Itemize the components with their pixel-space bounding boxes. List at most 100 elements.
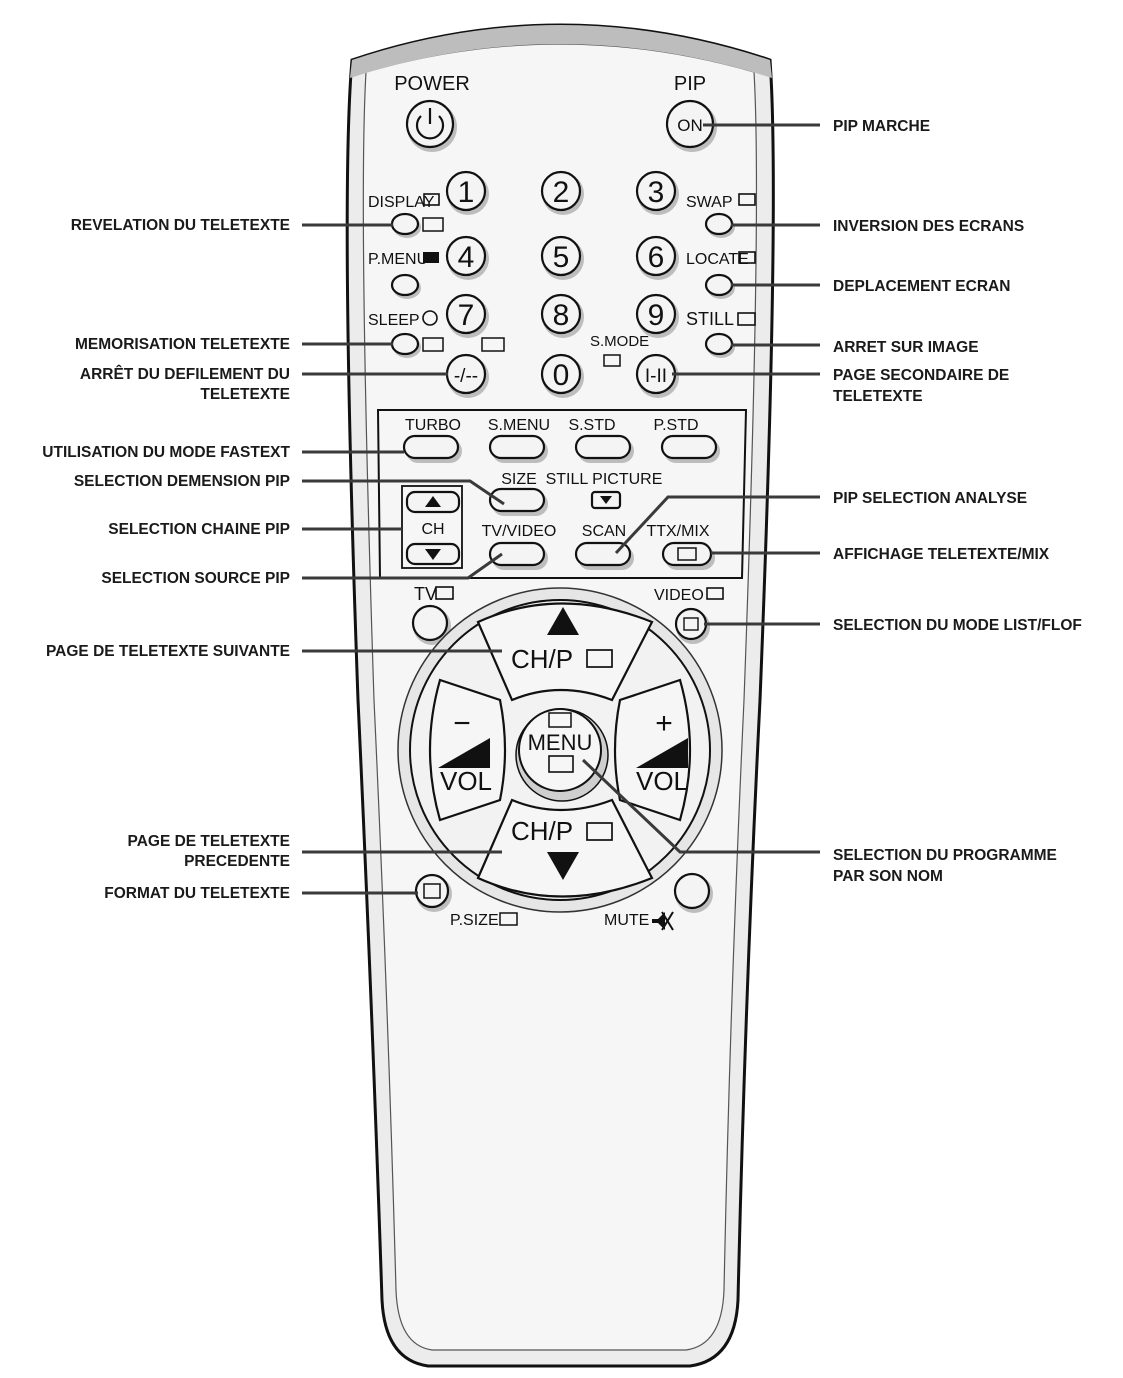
callout-text: PAGE DE TELETEXTE SUIVANTE bbox=[46, 643, 290, 660]
callout-left-8: PAGE DE TELETEXTE PRECEDENTE bbox=[128, 833, 502, 870]
digit-button-3[interactable]: 3 bbox=[635, 170, 679, 215]
callout-text: MEMORISATION TELETEXTE bbox=[75, 336, 290, 353]
pmenu-icon bbox=[423, 252, 439, 263]
smenu-label: S.MENU bbox=[488, 417, 550, 434]
svg-text:VOL: VOL bbox=[440, 766, 492, 796]
svg-text:3: 3 bbox=[648, 176, 665, 209]
callout-left-3: UTILISATION DU MODE FASTEXT bbox=[42, 444, 404, 461]
callout-text: UTILISATION DU MODE FASTEXT bbox=[42, 444, 290, 461]
fastext-yellow-button[interactable] bbox=[574, 434, 634, 463]
callout-right-0: PIP MARCHE bbox=[703, 118, 930, 135]
still-picture-label: STILL PICTURE bbox=[546, 471, 663, 488]
digit-button-0[interactable]: 0 bbox=[540, 353, 584, 398]
digit-button-1[interactable]: 1 bbox=[445, 170, 489, 215]
swap-icon bbox=[738, 193, 756, 206]
fastext-red-button[interactable] bbox=[402, 434, 462, 463]
callout-text: ARRÊT DU DEFILEMENT DU bbox=[80, 365, 290, 383]
ch-p-down-button[interactable]: CH/P bbox=[476, 798, 654, 898]
digit-button-6[interactable]: 6 bbox=[635, 235, 679, 280]
svg-text:1: 1 bbox=[458, 176, 475, 209]
pip-on-button[interactable]: ON bbox=[665, 99, 717, 152]
psize-button[interactable] bbox=[414, 873, 452, 912]
volume-ramp-icon bbox=[438, 738, 490, 768]
vol-up-button[interactable]: + VOL bbox=[613, 678, 692, 822]
size-label: SIZE bbox=[501, 471, 537, 488]
callout-text: FORMAT DU TELETEXTE bbox=[104, 885, 290, 902]
sleep-button[interactable] bbox=[390, 332, 421, 358]
tvvideo-pip-button[interactable] bbox=[488, 541, 548, 570]
callout-right-6: AFFICHAGE TELETEXTE/MIX bbox=[711, 546, 1050, 563]
size-frame-icon bbox=[423, 883, 441, 899]
digit-button-2[interactable]: 2 bbox=[540, 170, 584, 215]
ch-p-up-button[interactable]: CH/P bbox=[476, 602, 654, 702]
ttxmix-label: TTX/MIX bbox=[646, 523, 709, 540]
svg-text:0: 0 bbox=[553, 359, 570, 392]
pmenu-button[interactable] bbox=[390, 273, 421, 299]
arrow-down-icon bbox=[547, 852, 579, 880]
pip-ch-down-button[interactable] bbox=[405, 542, 461, 566]
svg-text:2: 2 bbox=[553, 176, 570, 209]
callout-right-3: ARRET SUR IMAGE bbox=[731, 339, 979, 356]
next-page-icon bbox=[586, 649, 613, 668]
callout-text: AFFICHAGE TELETEXTE/MIX bbox=[833, 546, 1050, 563]
still-picture-button[interactable] bbox=[590, 490, 622, 510]
pip-on-label: ON bbox=[677, 116, 703, 135]
input-icon bbox=[683, 617, 699, 631]
swap-button[interactable] bbox=[704, 212, 735, 238]
digit-button-8[interactable]: 8 bbox=[540, 293, 584, 338]
i-ii-button[interactable]: I-II bbox=[635, 353, 679, 398]
callout-left-9: FORMAT DU TELETEXTE bbox=[104, 885, 418, 902]
dash-button[interactable]: -/-- bbox=[445, 353, 489, 398]
menu-button[interactable]: MENU bbox=[515, 708, 609, 802]
fastext-blue-button[interactable] bbox=[660, 434, 720, 463]
sstd-label: S.STD bbox=[568, 417, 615, 434]
fastext-green-button[interactable] bbox=[488, 434, 548, 463]
sleep-label: SLEEP bbox=[368, 312, 420, 329]
callout-text: PAGE SECONDAIRE DE bbox=[833, 367, 1009, 384]
mute-button[interactable] bbox=[673, 872, 713, 913]
info-icon bbox=[548, 755, 574, 773]
display-icon bbox=[423, 193, 440, 206]
svg-text:MENU: MENU bbox=[528, 730, 593, 755]
swap-label: SWAP bbox=[686, 194, 733, 211]
callout-right-2: DEPLACEMENT ECRAN bbox=[731, 278, 1010, 295]
digit-button-4[interactable]: 4 bbox=[445, 235, 489, 280]
callout-text: SELECTION DU MODE LIST/FLOF bbox=[833, 617, 1082, 634]
callout-text-line2: TELETEXTE bbox=[833, 388, 923, 405]
tv-button[interactable] bbox=[411, 604, 451, 645]
callout-left-1: MEMORISATION TELETEXTE bbox=[75, 336, 393, 353]
still-button[interactable] bbox=[704, 332, 735, 358]
prev-page-icon bbox=[586, 822, 613, 841]
volume-ramp-icon bbox=[636, 738, 688, 768]
mute-icon bbox=[652, 911, 674, 931]
format-icon bbox=[499, 912, 518, 926]
callout-text: SELECTION CHAINE PIP bbox=[108, 521, 290, 538]
clock-icon bbox=[422, 310, 438, 326]
pip-ch-up-button[interactable] bbox=[405, 490, 461, 514]
svg-text:7: 7 bbox=[458, 299, 475, 332]
locate-button[interactable] bbox=[704, 273, 735, 299]
svg-text:CH/P: CH/P bbox=[511, 644, 573, 674]
power-button[interactable] bbox=[405, 99, 457, 152]
vol-down-button[interactable]: − VOL bbox=[428, 678, 507, 822]
arrow-up-icon bbox=[547, 607, 579, 635]
scan-button[interactable] bbox=[574, 541, 634, 570]
digit-button-5[interactable]: 5 bbox=[540, 235, 584, 280]
svg-text:CH/P: CH/P bbox=[511, 816, 573, 846]
digit-button-9[interactable]: 9 bbox=[635, 293, 679, 338]
power-icon bbox=[415, 108, 445, 140]
tvvideo-label: TV/VIDEO bbox=[482, 523, 557, 540]
svg-text:+: + bbox=[655, 707, 673, 740]
grid-icon bbox=[548, 712, 572, 728]
digit-button-7[interactable]: 7 bbox=[445, 293, 489, 338]
svg-text:I-II: I-II bbox=[645, 366, 667, 387]
ttxmix-button[interactable] bbox=[661, 541, 715, 570]
svg-text:−: − bbox=[453, 707, 471, 740]
callout-left-2: ARRÊT DU DEFILEMENT DU TELETEXTE bbox=[80, 365, 448, 403]
callout-left-4: SELECTION DEMENSION PIP bbox=[74, 473, 505, 506]
svg-text:5: 5 bbox=[553, 241, 570, 274]
size-button[interactable] bbox=[488, 487, 548, 516]
callout-text: SELECTION SOURCE PIP bbox=[101, 570, 290, 587]
display-label: DISPLAY bbox=[368, 194, 435, 211]
pmenu-label: P.MENU bbox=[368, 251, 428, 268]
